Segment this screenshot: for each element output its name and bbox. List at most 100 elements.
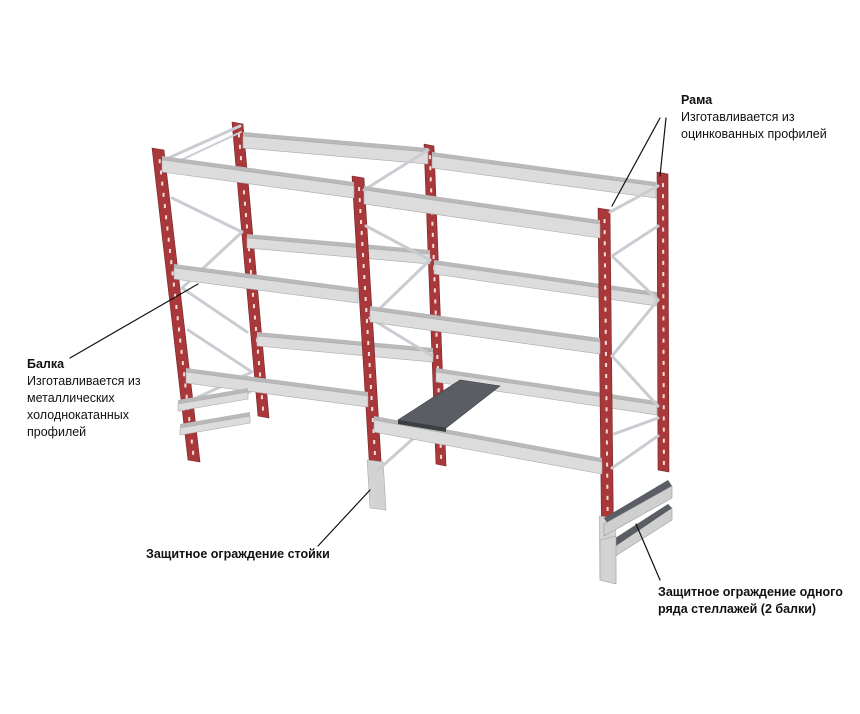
beam-front-left-2-top [174, 264, 358, 292]
upright-front-right-hole [604, 296, 607, 301]
upright-front-right-hole [606, 462, 609, 467]
beam-rear-right-1-top [432, 152, 656, 186]
upright-front-middle-hole [363, 275, 366, 279]
upright-rear-left-hole [245, 224, 248, 229]
frame-brace-diag-right-2 [610, 254, 660, 302]
upright-rear-left-hole [238, 144, 241, 149]
upright-front-right-hole [605, 429, 608, 434]
upright-rear-middle-hole [437, 388, 440, 393]
upright-rear-left-hole [260, 395, 263, 400]
beam-label-description: Изготавливается из металлических холодно… [27, 374, 141, 439]
upright-front-middle-hole [363, 286, 366, 290]
row-guard-label: Защитное ограждение одного ряда стеллаже… [658, 584, 848, 618]
frame-brace-diag-middle-1 [364, 224, 432, 262]
upright-front-right-hole [605, 407, 608, 412]
deck-panel [397, 379, 501, 429]
upright-front-middle-hole [365, 308, 368, 312]
beam-front-left-floor-2 [179, 415, 251, 436]
upright-rear-right-hole [662, 283, 665, 288]
upright-rear-right [656, 171, 670, 473]
upright-rear-left-hole [243, 201, 246, 206]
upright-rear-middle-hole [435, 332, 438, 337]
upright-front-left-hole [168, 248, 171, 253]
upright-rear-left-hole [258, 372, 261, 377]
upright-front-middle-hole [368, 363, 371, 367]
frame-label: Рама Изготавливается из оцинкованных про… [681, 92, 851, 143]
upright-front-right-hole [604, 340, 607, 345]
upright-rear-left-hole [244, 213, 247, 218]
upright-front-middle-hole [362, 253, 365, 257]
upright-front-right-hole [604, 285, 607, 290]
upright-rear-middle-hole [435, 343, 438, 348]
upright-front-left-hole [159, 170, 162, 175]
upright-front-middle-hole [372, 429, 375, 433]
upright-rear-left-hole [248, 258, 251, 263]
frame-brace-diag-middle-3 [368, 316, 434, 358]
upright-rear-right-hole [662, 249, 665, 254]
upright-rear-right-hole [662, 460, 665, 465]
upright-front-middle-hole [373, 451, 376, 455]
upright-rear-right-hole [662, 438, 665, 443]
upright-front-right-hole [605, 385, 608, 390]
upright-front-middle-hole [371, 407, 374, 411]
upright-front-left-hole [166, 226, 169, 231]
upright-front-right-hole [603, 219, 606, 224]
upright-front-right-hole [603, 230, 606, 235]
upright-front-right-hole [604, 351, 607, 356]
upright-rear-middle-hole [431, 232, 434, 237]
upright-front-middle-hole [370, 396, 373, 400]
beam-front-left-1-top [162, 156, 354, 186]
upright-front-left-hole [161, 181, 164, 186]
upright-front-middle-hole [367, 352, 370, 356]
beam-front-left-floor-1 [177, 391, 249, 412]
upright-rear-middle-hole [436, 354, 439, 359]
upright-front-left-hole [170, 260, 173, 265]
beam-rear-left-3-top [257, 332, 433, 352]
leader-frame-2 [659, 117, 667, 177]
upright-front-middle-hole [369, 385, 372, 389]
row-guard-beam-1 [603, 485, 673, 537]
upright-rear-right-hole [662, 416, 665, 421]
upright-rear-middle-hole [433, 277, 436, 282]
upright-front-left-hole [172, 282, 175, 287]
upright-rear-right-hole [661, 183, 664, 188]
upright-front-left-hole [181, 361, 184, 366]
frame-brace-diag-left-4 [186, 328, 254, 374]
upright-rear-middle-hole [430, 188, 433, 193]
upright-front-right-hole [604, 318, 607, 323]
upright-front-right-hole [604, 274, 607, 279]
upright-front-middle-hole [358, 198, 361, 202]
upright-front-right-hole [606, 484, 609, 489]
upright-front-left-hole [175, 305, 178, 309]
beam-front-right-1-top [364, 186, 600, 224]
upright-rear-left-hole [253, 315, 256, 320]
upright-front-middle-hole [364, 297, 367, 301]
leader-lines [69, 117, 667, 581]
upright-rear-right-hole [662, 394, 665, 399]
upright-rear-right-hole [662, 205, 665, 210]
upright-front-left-hole [158, 159, 161, 164]
upright-rear-left-hole [242, 190, 245, 195]
beam-front-right-1 [363, 189, 601, 239]
upright-rear-left-hole [254, 326, 257, 331]
beam-label: Балка Изготавливается из металлических х… [27, 356, 167, 441]
upright-front-right-hole [603, 241, 606, 246]
upright-front-right-hole [603, 263, 606, 268]
upright-front-right-hole [604, 307, 607, 312]
upright-front-left-hole [163, 204, 166, 209]
upright-front-left-hole [162, 192, 165, 197]
upright-front-middle-hole [369, 374, 372, 378]
upright-front-right-hole [606, 506, 609, 511]
upright-front-left-hole [165, 215, 168, 220]
beam-front-left-3 [185, 371, 369, 408]
beam-rear-left-1-top [243, 132, 428, 152]
upright-front-right-hole [606, 451, 609, 456]
upright-front-left-hole [171, 271, 174, 276]
upright-front-left-hole [192, 450, 195, 455]
upright-rear-middle-hole [432, 243, 435, 248]
upright-rear-left-hole [261, 406, 264, 411]
beam-front-left-floor-1-top [178, 388, 248, 404]
upright-rear-right-hole [662, 227, 665, 232]
upright-rear-right-hole [662, 238, 665, 243]
leader-row-guard [635, 523, 661, 581]
